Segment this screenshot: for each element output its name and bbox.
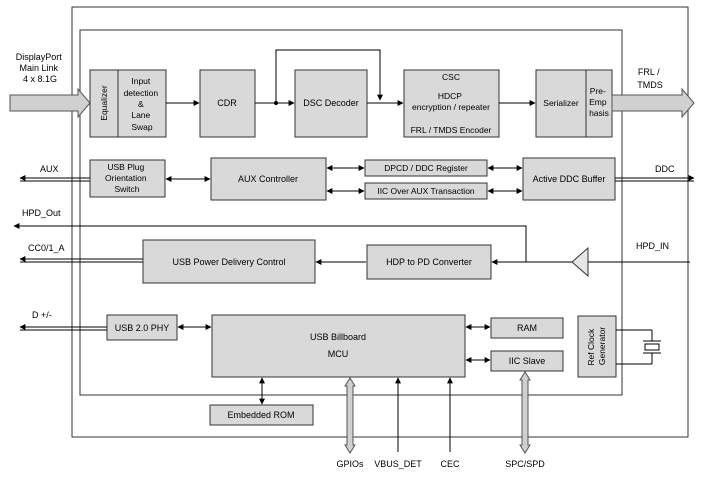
- aux-label: AUX: [40, 164, 59, 174]
- usb-billboard-mcu-block: [211, 314, 466, 378]
- pre-emphasis-label: Pre- Emp hasis: [589, 86, 609, 118]
- input-detection-block: [117, 69, 167, 138]
- embedded-rom-label: Embedded ROM: [227, 410, 294, 420]
- hdcp-label: HDCP encryption / repeater: [412, 91, 490, 112]
- hdp-to-pd-label: HDP to PD Converter: [386, 257, 472, 267]
- d-label: D +/-: [32, 310, 52, 320]
- iic-over-aux-label: IIC Over AUX Transaction: [377, 186, 475, 196]
- serializer-label: Serializer: [543, 98, 579, 108]
- spc-spd-bus-arrow: [519, 371, 531, 454]
- usb-phy-block: [106, 314, 178, 341]
- dpcd-ddc-register-label: DPCD / DDC Register: [384, 163, 468, 173]
- cdr-label: CDR: [217, 98, 237, 108]
- frl-tmds-label: FRL / TMDS: [637, 67, 663, 90]
- mcu-label: MCU: [328, 349, 349, 359]
- usb-plug-orientation-label: USB Plug Orientation Switch: [105, 162, 149, 194]
- ref-clock-block: [577, 315, 617, 378]
- embedded-rom-block: [209, 404, 314, 426]
- displayport-label: DisplayPort Main Link 4 x 8.1G: [16, 52, 65, 84]
- equalizer-label: Equalizer: [99, 85, 109, 121]
- usb-phy-label: USB 2.0 PHY: [115, 323, 170, 333]
- gpios-label: GPIOs: [336, 459, 364, 469]
- serializer-block: [535, 69, 587, 138]
- hpd-in-label: HPD_IN: [636, 241, 669, 251]
- ram-label: RAM: [517, 323, 537, 333]
- frl-tmds-output-arrow: [611, 87, 695, 119]
- displayport-input-arrow: [9, 87, 91, 119]
- hpd-out-label: HPD_Out: [22, 208, 61, 218]
- iic-slave-block: [490, 350, 564, 372]
- aux-controller-block: [210, 157, 327, 201]
- active-ddc-buffer-block: [522, 157, 616, 201]
- crystal-icon: [616, 329, 661, 365]
- outer-frame: [71, 6, 689, 438]
- usb-pd-control-block: [142, 239, 316, 284]
- gpios-bus-arrow: [344, 377, 356, 454]
- usb-billboard-label: USB Billboard: [310, 332, 366, 342]
- hpd-out-line: [13, 223, 527, 262]
- dpcd-ddc-register-block: [364, 159, 488, 177]
- iic-slave-label: IIC Slave: [509, 356, 546, 366]
- pre-emphasis-block: [585, 69, 613, 138]
- ddc-label: DDC: [655, 164, 675, 174]
- dsc-bypass-path: [275, 49, 383, 103]
- ram-block: [490, 317, 564, 339]
- dsc-decoder-label: DSC Decoder: [303, 98, 359, 108]
- usb-pd-control-label: USB Power Delivery Control: [172, 257, 285, 267]
- cc-label: CC0/1_A: [28, 243, 65, 253]
- dsc-decoder-block: [294, 69, 368, 138]
- usb-plug-orientation-block: [89, 159, 166, 198]
- cec-label: CEC: [440, 459, 460, 469]
- spc-spd-label: SPC/SPD: [505, 459, 545, 469]
- csc-label: CSC: [442, 72, 460, 82]
- hdp-to-pd-block: [366, 244, 492, 280]
- iic-over-aux-block: [364, 182, 488, 200]
- vbus-det-label: VBUS_DET: [374, 459, 422, 469]
- csc-hdcp-encoder-block: [403, 69, 500, 138]
- hpd-buffer-triangle: [571, 246, 589, 278]
- aux-controller-label: AUX Controller: [238, 174, 298, 184]
- input-detection-label: Input detection & Lane Swap: [124, 76, 161, 132]
- frl-tmds-encoder-label: FRL / TMDS Encoder: [411, 125, 492, 135]
- ref-clock-label: Ref Clock Generator: [586, 326, 607, 365]
- active-ddc-buffer-label: Active DDC Buffer: [533, 174, 606, 184]
